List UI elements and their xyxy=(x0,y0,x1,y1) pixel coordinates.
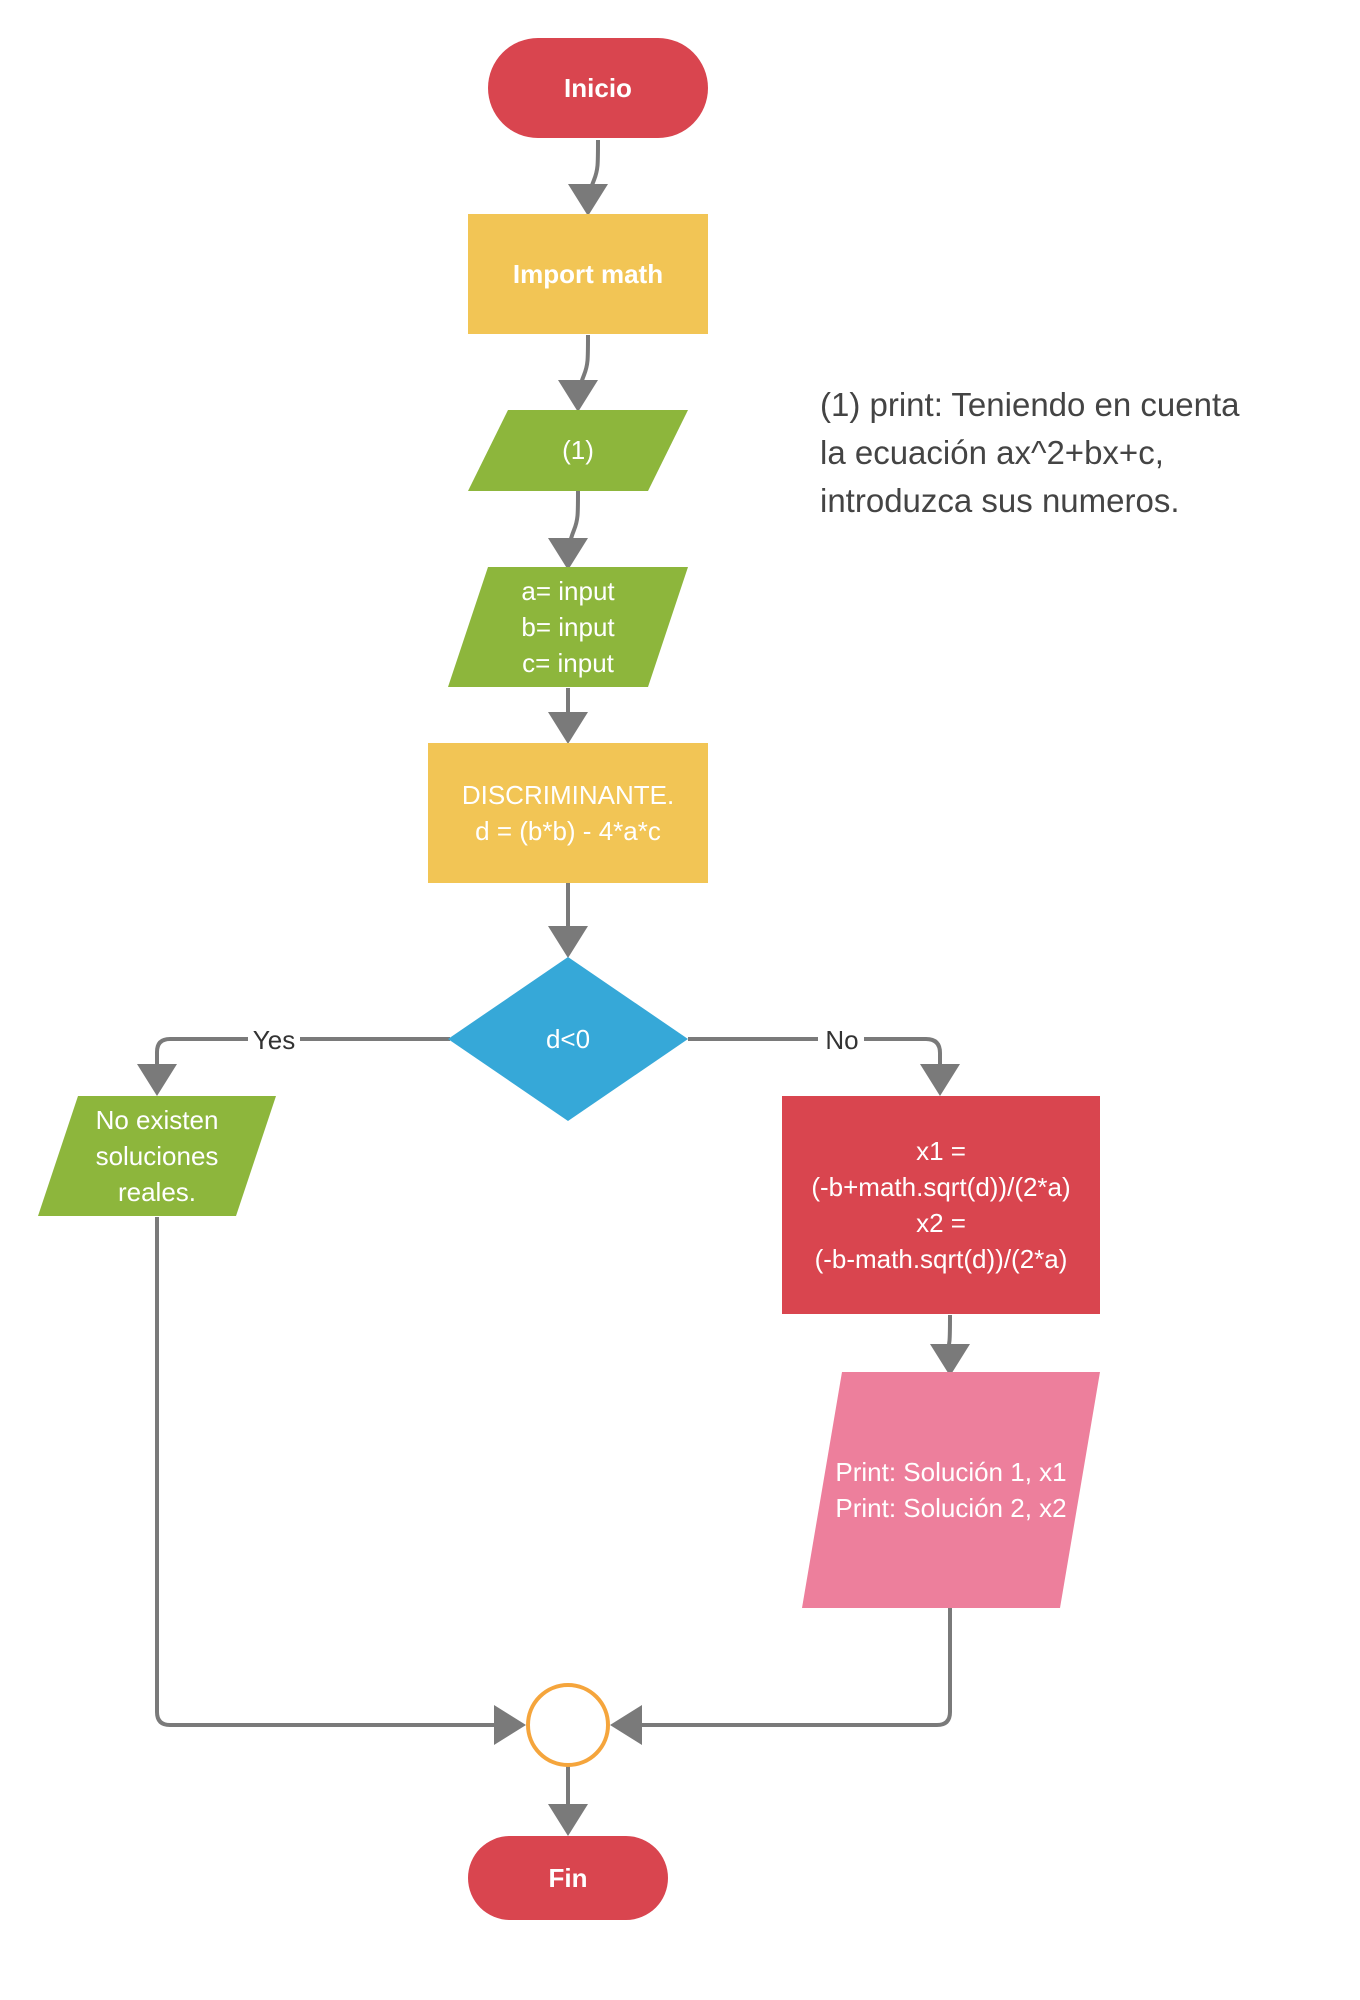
label-line: (-b+math.sqrt(d))/(2*a) xyxy=(811,1172,1070,1202)
label-line: x2 = xyxy=(916,1208,966,1238)
note-text: (1) print: Teniendo en cuenta la ecuación… xyxy=(820,386,1240,519)
connector-decision-no xyxy=(688,1037,960,1096)
label-line: c= input xyxy=(522,648,615,678)
connector-import-print1 xyxy=(558,334,599,412)
discriminant-process-shape xyxy=(428,743,708,883)
label-line: Import math xyxy=(513,259,663,289)
label-line: x1 = xyxy=(916,1136,966,1166)
print-solutions-node: Print: Solución 1, x1 Print: Solución 2, … xyxy=(802,1372,1100,1608)
solutions-process-shape xyxy=(782,1096,1100,1314)
label-line: a= input xyxy=(521,576,615,606)
note-line: introduzca sus numeros. xyxy=(820,482,1180,519)
label-line: (-b-math.sqrt(d))/(2*a) xyxy=(815,1244,1068,1274)
label-line: Fin xyxy=(549,1863,588,1893)
no-solution-io-shape xyxy=(38,1096,276,1216)
print1-io-shape xyxy=(468,410,688,491)
no-solution-label: No existen soluciones reales. xyxy=(96,1105,219,1207)
connector-print-junction xyxy=(610,1608,952,1745)
print-solutions-io-shape xyxy=(802,1372,1100,1608)
end-terminal-shape xyxy=(468,1836,668,1920)
label-line: Inicio xyxy=(564,73,632,103)
print1-node: (1) xyxy=(468,410,688,491)
inputs-io-shape xyxy=(448,567,688,687)
no-label: No xyxy=(825,1025,858,1055)
junction-node xyxy=(526,1683,610,1767)
discriminant-node: DISCRIMINANTE. d = (b*b) - 4*a*c xyxy=(428,743,708,883)
no-solution-node: No existen soluciones reales. xyxy=(38,1096,276,1216)
connector-start-import xyxy=(568,139,609,216)
start-label: Inicio xyxy=(564,73,632,103)
inputs-node: a= input b= input c= input xyxy=(448,567,688,687)
import-label: Import math xyxy=(513,259,663,289)
decision-node: d<0 xyxy=(448,957,688,1121)
label-line: No existen xyxy=(96,1105,219,1135)
label-line: reales. xyxy=(118,1177,196,1207)
discriminant-label: DISCRIMINANTE. d = (b*b) - 4*a*c xyxy=(462,780,674,846)
print1-label: (1) xyxy=(562,435,594,465)
end-label: Fin xyxy=(549,1863,588,1893)
label-line: DISCRIMINANTE. xyxy=(462,780,674,810)
import-node: Import math xyxy=(468,214,708,334)
print-solutions-label: Print: Solución 1, x1 Print: Solución 2, … xyxy=(835,1457,1066,1523)
yes-label: Yes xyxy=(253,1025,295,1055)
start-terminal-shape xyxy=(488,38,708,138)
import-process-shape xyxy=(468,214,708,334)
decision-shape xyxy=(448,957,688,1121)
label-line: b= input xyxy=(521,612,615,642)
yes-label-bg xyxy=(248,1022,300,1056)
junction-circle xyxy=(526,1683,610,1767)
label-line: Print: Solución 2, x2 xyxy=(835,1493,1066,1523)
note-line: (1) print: Teniendo en cuenta xyxy=(820,386,1240,423)
start-node: Inicio xyxy=(488,38,708,138)
label-line: d = (b*b) - 4*a*c xyxy=(475,816,661,846)
inputs-label: a= input b= input c= input xyxy=(521,576,615,678)
no-label-bg xyxy=(818,1022,864,1056)
note-line: la ecuación ax^2+bx+c, xyxy=(820,434,1164,471)
connector-nosolution-junction xyxy=(155,1217,526,1745)
end-node: Fin xyxy=(468,1836,668,1920)
solutions-label: x1 = (-b+math.sqrt(d))/(2*a) x2 = (-b-math.… xyxy=(811,1136,1070,1274)
label-line: Print: Solución 1, x1 xyxy=(835,1457,1066,1487)
decision-label: d<0 xyxy=(546,1024,590,1054)
label-line: (1) xyxy=(562,435,594,465)
label-line: d<0 xyxy=(546,1024,590,1054)
connector-print1-inputs xyxy=(548,490,589,570)
connector-solutions-print xyxy=(929,1314,970,1376)
solutions-node: x1 = (-b+math.sqrt(d))/(2*a) x2 = (-b-math.… xyxy=(782,1096,1100,1314)
label-line: soluciones xyxy=(96,1141,219,1171)
connector-decision-yes xyxy=(137,1037,450,1096)
